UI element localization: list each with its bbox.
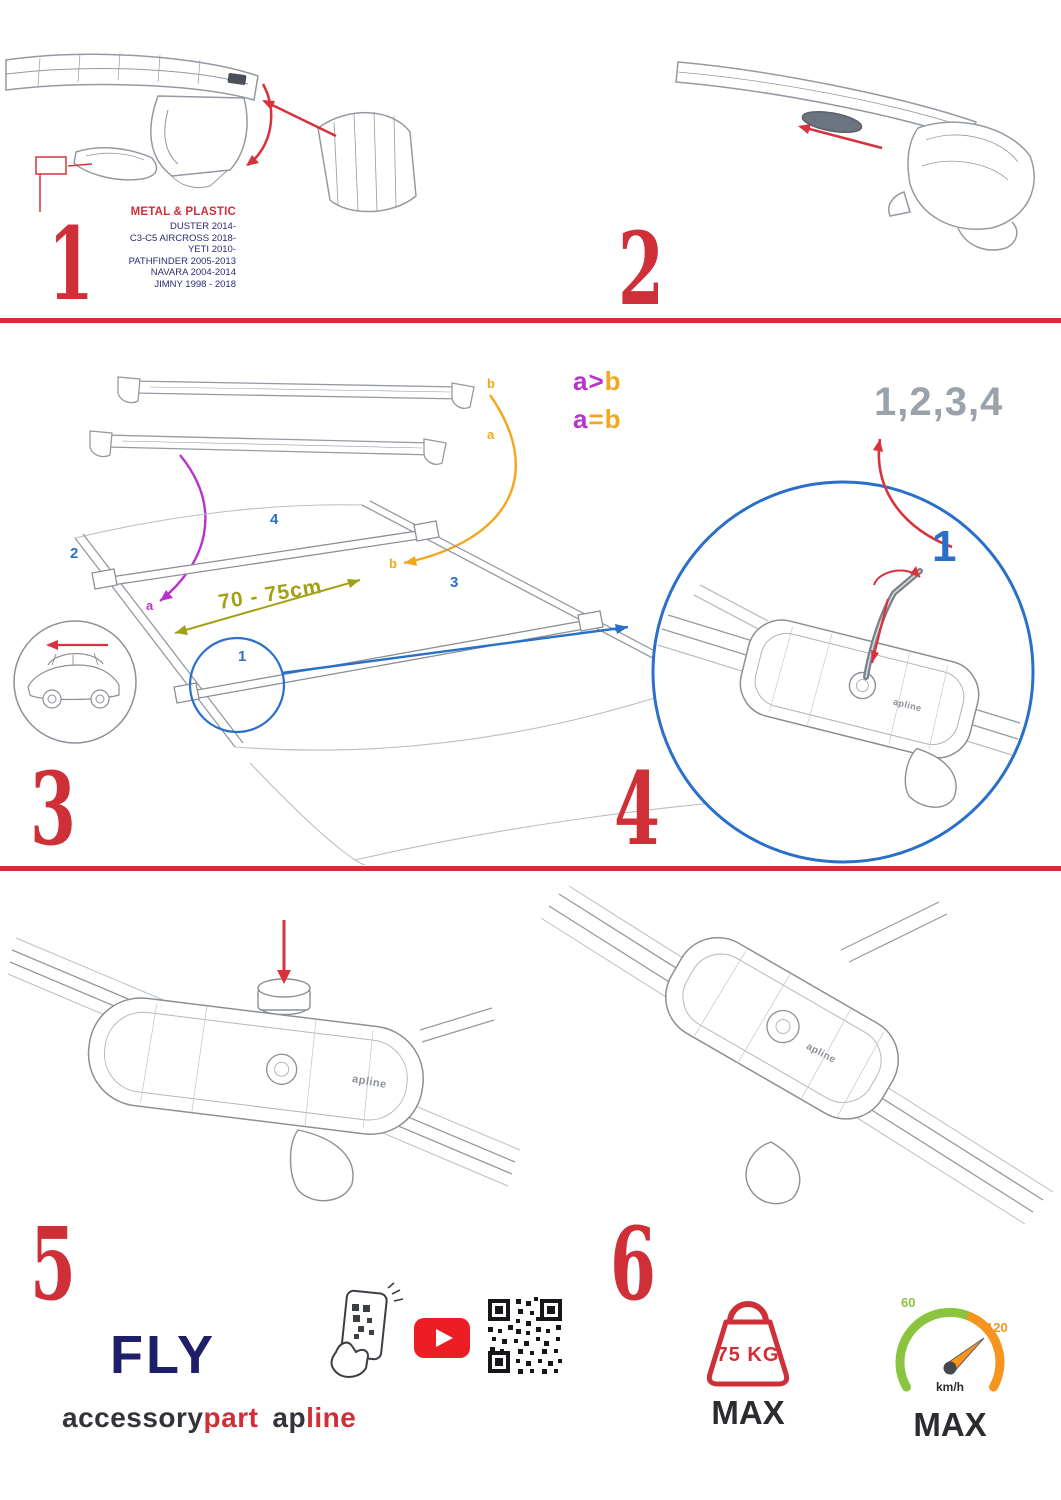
- speedometer-icon: [895, 1307, 1005, 1392]
- roof-position-4: 4: [270, 511, 279, 528]
- qr-code-icon: [488, 1297, 562, 1374]
- roof-position-3: 3: [450, 574, 459, 591]
- roof-position-2: 2: [70, 545, 79, 562]
- foot1-highlight-circle: [188, 636, 286, 734]
- speed-max-label: MAX: [913, 1406, 987, 1443]
- step1-compatibility-list: METAL & PLASTIC DUSTER 2014- C3-C5 AIRCR…: [88, 206, 236, 290]
- gauge-low-label: 60: [901, 1295, 916, 1310]
- legend-b: b: [604, 404, 622, 434]
- step1-number: 1: [48, 205, 94, 323]
- gauge-high-label: 120: [986, 1320, 1008, 1335]
- clamp-body: [87, 997, 424, 1135]
- roof-label-b: b: [389, 556, 397, 571]
- crossbar-b-drawing: [117, 376, 475, 409]
- crossbar-a-drawing: [89, 430, 447, 465]
- step3-step4-roof-drawing: [13, 376, 1035, 865]
- legend-a-gt-b: a>b: [573, 366, 622, 397]
- step4-number: 4: [614, 750, 660, 868]
- detail-callout-number: 1: [932, 522, 957, 571]
- clamp-body: [664, 936, 900, 1120]
- legend-a: a: [573, 366, 589, 396]
- bar-logo-patch: [227, 73, 247, 85]
- legend-a-eq-b: a=b: [573, 404, 622, 435]
- legend-op: >: [588, 366, 605, 396]
- legend-b: b: [604, 366, 622, 396]
- legend-a: a: [573, 404, 589, 434]
- car-direction-inset: [13, 620, 137, 744]
- section-divider-1: [0, 318, 1061, 323]
- legend-op: =: [588, 404, 605, 434]
- step5-number: 5: [30, 1205, 76, 1323]
- mounted-crossbars: [91, 520, 604, 704]
- weight-max-label: MAX: [711, 1394, 785, 1431]
- compat-line: YETI 2010-: [187, 244, 236, 255]
- step6-mounted-clamp-drawing: [540, 885, 1054, 1225]
- roof-label-a: a: [146, 598, 154, 613]
- weight-value: 75 KG: [716, 1344, 780, 1366]
- product-name: FLY: [110, 1325, 217, 1385]
- step2-bar-insert-drawing: [675, 61, 1035, 251]
- roof-position-1: 1: [238, 648, 247, 665]
- youtube-icon: [414, 1318, 470, 1358]
- compat-line: PATHFINDER 2005-2013: [128, 255, 236, 267]
- compat-line: NAVARA 2004-2014: [150, 267, 236, 278]
- bar-label-b: b: [487, 376, 495, 391]
- compat-line: JIMNY 1998 - 2018: [154, 278, 236, 290]
- compat-line: DUSTER 2014-: [170, 221, 236, 232]
- step6-number: 6: [610, 1205, 656, 1323]
- callout-box: [35, 156, 67, 175]
- brand-ap: ap: [272, 1402, 307, 1433]
- section-divider-2: [0, 866, 1061, 871]
- step2-number: 2: [618, 210, 664, 328]
- adjust-knob: [257, 978, 311, 1016]
- compat-line: C3-C5 AIRCROSS 2018-: [129, 232, 236, 244]
- step1-foot-assembly-drawing: [5, 52, 417, 213]
- bar-label-a: a: [487, 427, 495, 442]
- material-label: METAL & PLASTIC: [130, 206, 236, 218]
- step3-number: 3: [30, 750, 76, 868]
- detail-clamp: [739, 619, 980, 808]
- cover-piece: [317, 111, 417, 213]
- brand-part: part: [203, 1402, 259, 1433]
- gauge-unit-label: km/h: [935, 1380, 964, 1394]
- tighten-sequence-label: 1,2,3,4: [874, 380, 1004, 424]
- brand-line: line: [306, 1402, 357, 1433]
- weight-max-icon: [706, 1301, 790, 1387]
- step5-knob-drawing: [7, 920, 521, 1202]
- brand-accessory: accessory: [62, 1402, 204, 1433]
- phone-scan-icon: [330, 1282, 404, 1378]
